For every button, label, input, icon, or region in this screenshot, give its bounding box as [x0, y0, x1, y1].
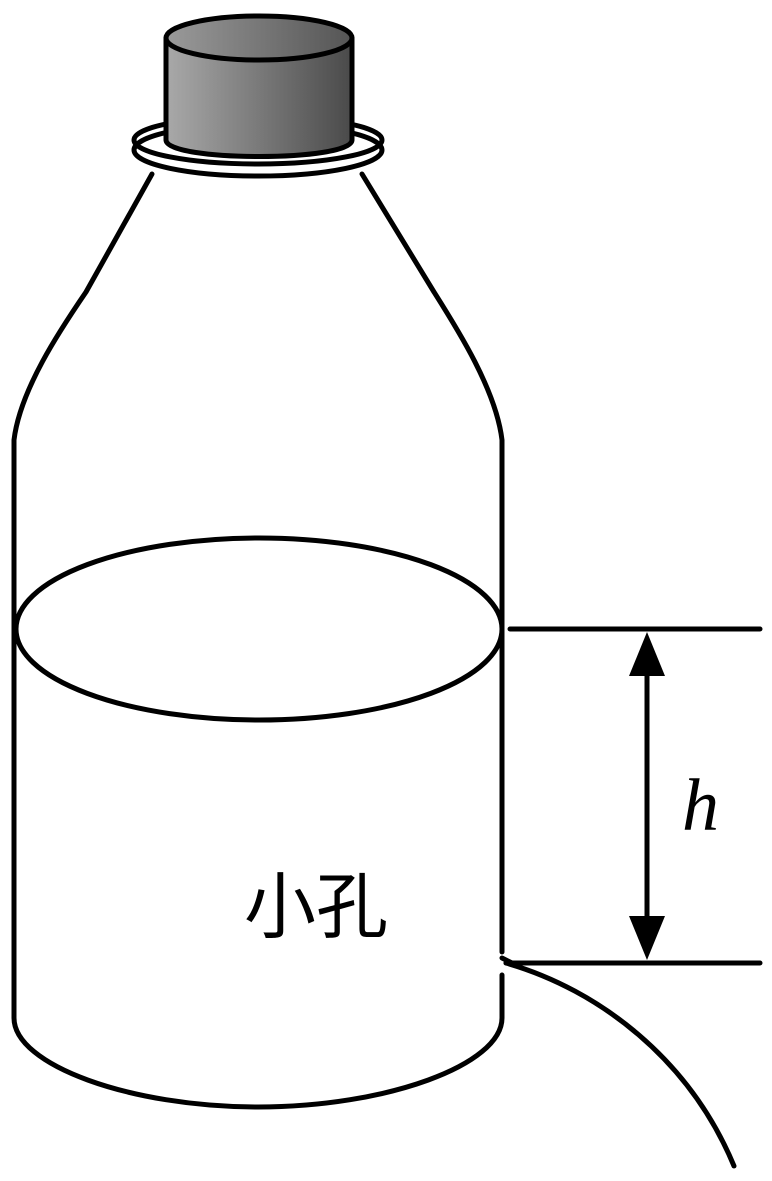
height-label: h [682, 765, 719, 847]
bottle-cap [163, 35, 355, 159]
height-arrow [629, 632, 665, 960]
hole-label: 小孔 [244, 865, 388, 949]
bottle-body [11, 171, 505, 1110]
arrow-head-down-icon [629, 916, 665, 960]
water-jet [503, 960, 737, 1169]
water-surface [13, 535, 505, 723]
bottle-cap-top [163, 13, 355, 63]
arrow-head-up-icon [629, 632, 665, 676]
